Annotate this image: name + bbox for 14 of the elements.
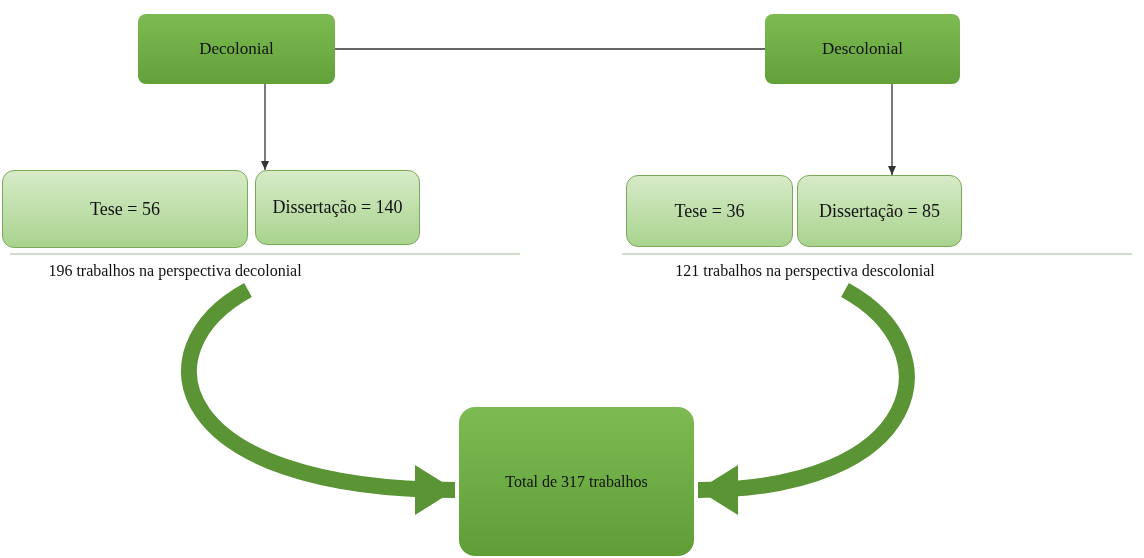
curved-arrow: [181, 283, 456, 514]
arrow: [888, 83, 896, 176]
total-box: Total de 317 trabalhos: [459, 407, 694, 556]
connector-line: [334, 48, 766, 50]
category-box: Descolonial: [765, 14, 960, 84]
category-box: Decolonial: [138, 14, 335, 84]
summary-text: 196 trabalhos na perspectiva decolonial: [30, 258, 320, 284]
summary-text: 121 trabalhos na perspectiva descolonial: [655, 258, 955, 284]
count-box: Tese = 36: [626, 175, 793, 247]
count-box: Dissertação = 140: [255, 170, 420, 245]
count-box: Tese = 56: [2, 170, 248, 248]
curved-arrow: [697, 283, 915, 513]
count-box: Dissertação = 85: [797, 175, 962, 247]
arrow: [261, 83, 269, 171]
